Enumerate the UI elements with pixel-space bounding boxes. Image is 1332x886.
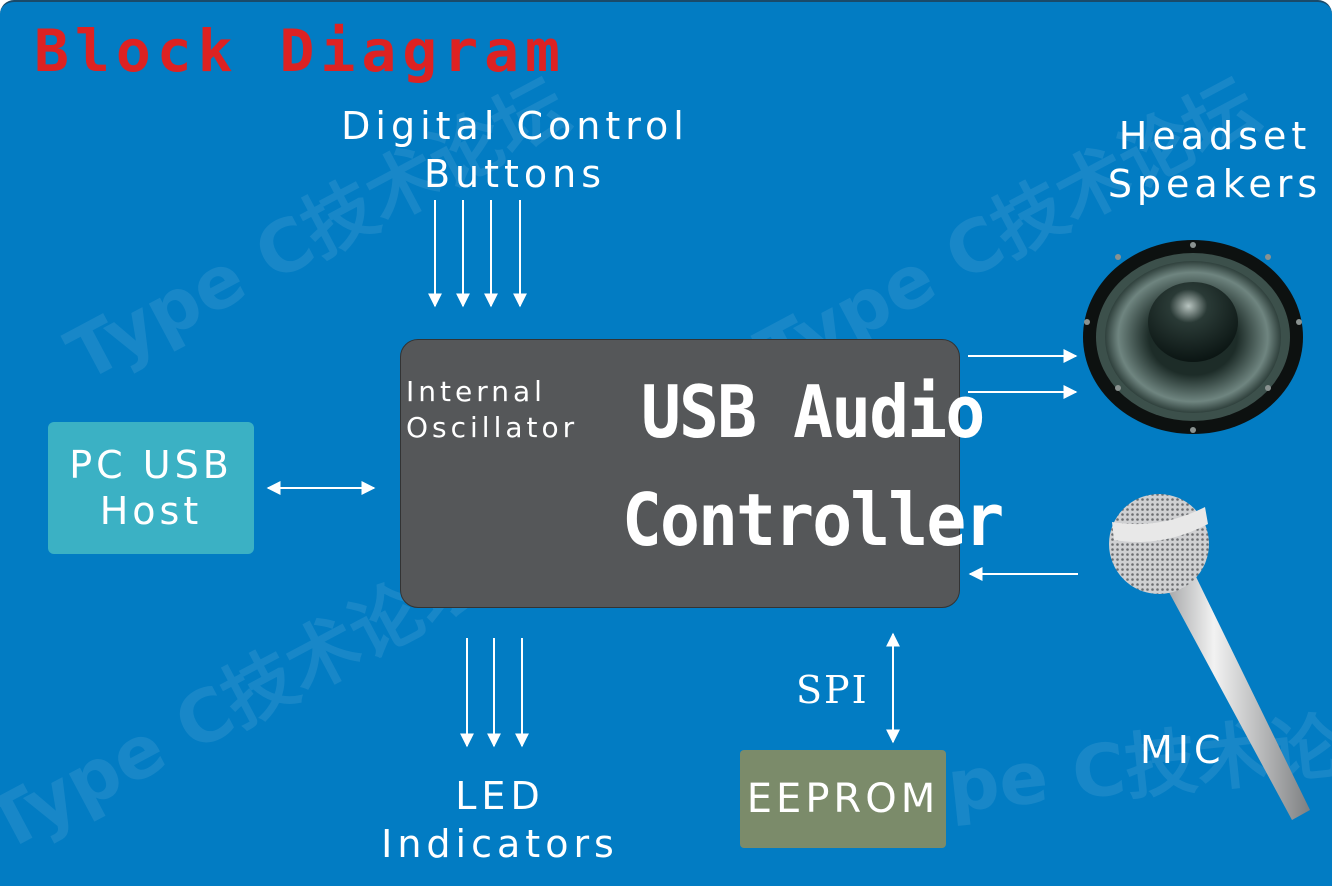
diagram-title: Block Diagram <box>34 17 566 85</box>
headset-speakers-label: Headset Speakers <box>1100 112 1330 208</box>
label-line: LED <box>455 774 545 818</box>
usb-audio-controller-block <box>400 339 960 608</box>
speaker-icon <box>1083 240 1303 434</box>
digital-control-label: Digital Control Buttons <box>290 102 740 198</box>
label-line: Internal <box>406 375 546 408</box>
controller-title: USB Audio Controller <box>622 358 1004 574</box>
pc-usb-host-block: PC USB Host <box>48 422 254 554</box>
label-line: Oscillator <box>406 411 579 444</box>
mic-label: MIC <box>1140 728 1226 772</box>
spi-label: SPI <box>796 668 869 712</box>
speaker-arrows <box>968 349 1078 399</box>
internal-oscillator-label: Internal Oscillator <box>406 374 578 446</box>
microphone-icon <box>1109 494 1310 820</box>
label-line: Speakers <box>1107 162 1323 206</box>
led-arrows <box>460 638 529 748</box>
label-line: Buttons <box>423 152 607 196</box>
block-label: EEPROM <box>746 776 940 822</box>
label-line: Controller <box>622 478 1004 562</box>
eeprom-block: EEPROM <box>740 750 946 848</box>
block-label: Host <box>99 489 203 533</box>
label-line: USB Audio <box>641 370 985 454</box>
label-line: Digital Control <box>341 104 689 148</box>
block-label: PC USB <box>69 443 233 487</box>
label-line: Indicators <box>381 822 619 866</box>
digital-control-arrows <box>428 200 527 308</box>
label-line: Headset <box>1118 114 1312 158</box>
led-indicators-label: LED Indicators <box>350 772 650 868</box>
